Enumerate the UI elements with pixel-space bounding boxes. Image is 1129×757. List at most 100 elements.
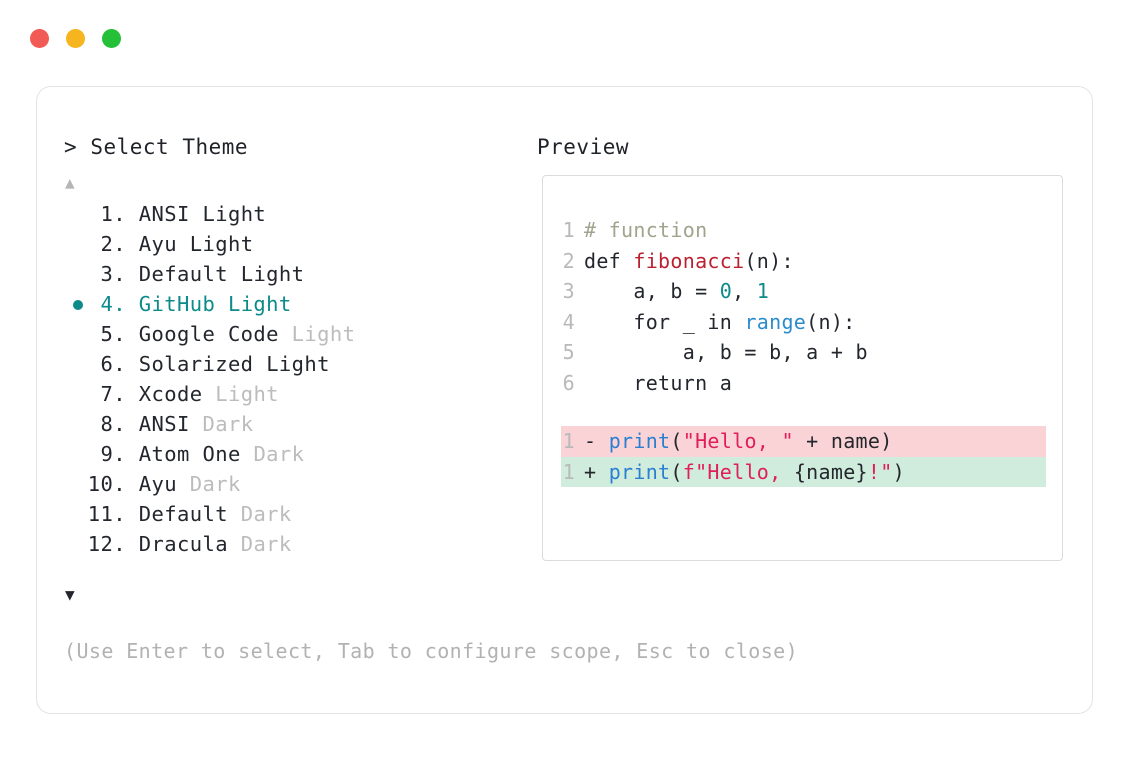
theme-list-item[interactable]: 7. Xcode Light bbox=[64, 379, 524, 409]
code-blank-line bbox=[561, 398, 1046, 426]
code-token: ( bbox=[670, 429, 683, 453]
prompt-symbol: > bbox=[64, 135, 78, 159]
code-sample: 1 # function 2 def fibonacci(n): 3 a, b = 0,… bbox=[561, 215, 1046, 487]
theme-list-item[interactable]: 6. Solarized Light bbox=[64, 349, 524, 379]
theme-list-item[interactable]: 12. Dracula Dark bbox=[64, 529, 524, 559]
window-maximize-button[interactable] bbox=[102, 29, 121, 48]
theme-item-number: 4. bbox=[87, 292, 126, 316]
theme-item-number: 7. bbox=[87, 382, 126, 406]
theme-item-name: Ayu bbox=[138, 472, 177, 496]
scroll-down-icon[interactable]: ▼ bbox=[65, 585, 75, 604]
diff-sign: - bbox=[584, 429, 609, 453]
code-line: 6 return a bbox=[561, 368, 1046, 399]
theme-item-number: 2. bbox=[87, 232, 126, 256]
window-titlebar bbox=[30, 29, 121, 48]
theme-item-name: GitHub bbox=[138, 292, 216, 316]
prompt-header: > Select Theme bbox=[64, 135, 248, 159]
code-token: 1 bbox=[756, 279, 770, 303]
theme-item-variant: Light bbox=[227, 292, 292, 316]
preview-code-box: 1 # function 2 def fibonacci(n): 3 a, b = 0,… bbox=[542, 175, 1063, 561]
diff-added-line: 1+ print(f"Hello, {name}!") bbox=[561, 456, 1046, 487]
theme-item-variant: Light bbox=[215, 382, 279, 406]
diff-removed-line: 1- print("Hello, " + name) bbox=[561, 426, 1046, 457]
theme-list-item[interactable]: 10. Ayu Dark bbox=[64, 469, 524, 499]
theme-list-item[interactable]: 5. Google Code Light bbox=[64, 319, 524, 349]
theme-list: 1. ANSI Light 2. Ayu Light 3. Default Li… bbox=[64, 199, 524, 559]
theme-item-number: 5. bbox=[87, 322, 126, 346]
theme-item-number: 11. bbox=[87, 502, 126, 526]
theme-item-variant: Dark bbox=[189, 472, 241, 496]
code-token: ) bbox=[892, 459, 905, 484]
line-number: 2 bbox=[562, 248, 575, 273]
theme-item-variant: Light bbox=[202, 202, 267, 226]
code-token: # function bbox=[584, 218, 708, 242]
theme-item-number: 1. bbox=[87, 202, 126, 226]
line-number: 6 bbox=[562, 370, 575, 395]
code-line: 5 a, b = b, a + b bbox=[561, 337, 1046, 368]
scroll-up-icon[interactable]: ▲ bbox=[65, 173, 75, 192]
theme-list-item[interactable]: 2. Ayu Light bbox=[64, 229, 524, 259]
code-line: 4 for _ in range(n): bbox=[561, 307, 1046, 338]
page-title: Select Theme bbox=[90, 135, 249, 159]
theme-item-variant: Dark bbox=[240, 502, 292, 526]
code-token: (n): bbox=[744, 248, 794, 273]
selected-bullet-icon bbox=[73, 300, 83, 310]
window-close-button[interactable] bbox=[30, 29, 49, 48]
theme-item-number: 3. bbox=[87, 262, 126, 286]
line-number: 5 bbox=[562, 340, 575, 364]
code-token: fibonacci bbox=[633, 248, 745, 273]
theme-item-number: 10. bbox=[87, 472, 126, 496]
line-number: 1 bbox=[562, 429, 575, 453]
theme-item-name: ANSI bbox=[138, 412, 190, 436]
diff-sign: + bbox=[584, 459, 609, 484]
code-token: for _ in bbox=[584, 309, 745, 334]
window-minimize-button[interactable] bbox=[66, 29, 85, 48]
theme-item-name: Ayu bbox=[138, 232, 177, 256]
code-token: "Hello, " bbox=[682, 429, 794, 453]
theme-item-variant: Light bbox=[189, 232, 254, 256]
theme-item-number: 12. bbox=[87, 532, 126, 556]
theme-list-item[interactable]: 1. ANSI Light bbox=[64, 199, 524, 229]
code-token: return a bbox=[584, 370, 733, 395]
line-number: 3 bbox=[562, 279, 575, 303]
theme-list-item[interactable]: 4. GitHub Light bbox=[64, 289, 524, 319]
code-line: 1 # function bbox=[561, 215, 1046, 246]
theme-item-number: 6. bbox=[87, 352, 126, 376]
theme-item-variant: Light bbox=[291, 322, 356, 346]
code-token: print bbox=[608, 459, 671, 484]
theme-list-item[interactable]: 3. Default Light bbox=[64, 259, 524, 289]
theme-item-variant: Light bbox=[266, 352, 330, 376]
theme-item-number: 8. bbox=[87, 412, 126, 436]
line-number: 4 bbox=[562, 309, 575, 334]
code-token: a, b = bbox=[584, 279, 720, 303]
code-token: print bbox=[608, 429, 671, 453]
code-token: {name} bbox=[793, 459, 868, 484]
theme-item-name: Default bbox=[138, 502, 228, 526]
code-token: !" bbox=[867, 459, 893, 484]
theme-item-number: 9. bbox=[87, 442, 126, 466]
theme-item-variant: Light bbox=[240, 262, 305, 286]
theme-item-variant: Dark bbox=[202, 412, 254, 436]
code-token: , bbox=[732, 279, 757, 303]
code-token: ( bbox=[670, 459, 683, 484]
theme-item-name: Xcode bbox=[138, 382, 203, 406]
theme-list-item[interactable]: 9. Atom One Dark bbox=[64, 439, 524, 469]
code-token: 0 bbox=[719, 279, 733, 303]
theme-item-name: Dracula bbox=[138, 532, 228, 556]
theme-list-item[interactable]: 8. ANSI Dark bbox=[64, 409, 524, 439]
theme-item-name: ANSI bbox=[138, 202, 190, 226]
theme-item-name: Atom One bbox=[138, 442, 241, 466]
theme-item-name: Default bbox=[138, 262, 228, 286]
keyboard-hint: (Use Enter to select, Tab to configure s… bbox=[64, 639, 799, 663]
line-number: 1 bbox=[562, 459, 575, 484]
theme-list-item[interactable]: 11. Default Dark bbox=[64, 499, 524, 529]
line-number: 1 bbox=[562, 218, 575, 242]
theme-item-variant: Dark bbox=[253, 442, 305, 466]
theme-item-name: Solarized bbox=[138, 352, 254, 376]
code-token: def bbox=[584, 248, 634, 273]
code-token: a, b = b, a + b bbox=[584, 340, 868, 364]
code-token: + name) bbox=[793, 429, 893, 453]
theme-item-name: Google Code bbox=[138, 322, 279, 346]
code-line: 3 a, b = 0, 1 bbox=[561, 276, 1046, 307]
code-line: 2 def fibonacci(n): bbox=[561, 246, 1046, 277]
